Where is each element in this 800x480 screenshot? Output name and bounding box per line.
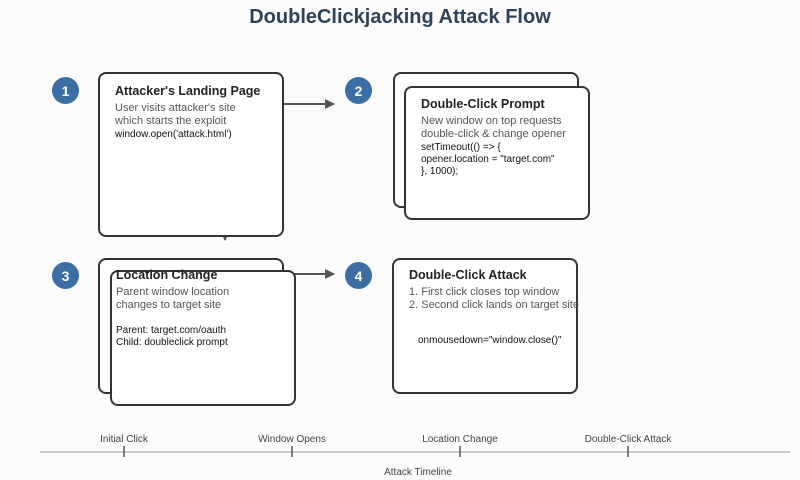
step-4-desc-line: 2. Second click lands on target site [409, 299, 579, 311]
step-2-badge: 2 [345, 77, 372, 104]
step-3-desc-line: Parent window location [116, 286, 230, 298]
step-1-code-line: window.open('attack.html') [115, 129, 232, 140]
step-1-title: Attacker's Landing Page [115, 84, 261, 98]
timeline-label-initial-click: Initial Click [100, 434, 148, 445]
step-2-code-line: setTimeout(() => { [421, 142, 501, 153]
step-3-badge: 3 [52, 262, 79, 289]
timeline-label-double-click-attack: Double-Click Attack [584, 434, 672, 445]
timeline-label-window-opens: Window Opens [258, 434, 326, 445]
step-3-code-line: Child: doubleclick prompt [116, 337, 228, 348]
timeline-caption: Attack Timeline [384, 467, 452, 478]
step-3-code-line: Parent: target.com/oauth [116, 325, 227, 336]
step-2-code-line: opener.location = "target.com" [421, 154, 555, 165]
step-1-card [98, 72, 284, 237]
step-1-desc-line: User visits attacker's site [115, 102, 236, 114]
step-2-card [404, 86, 590, 220]
timeline-label-location-change: Location Change [422, 434, 498, 445]
step-2-code-line: }, 1000); [421, 166, 459, 177]
step-1-badge: 1 [52, 77, 79, 104]
step-4-title: Double-Click Attack [409, 268, 527, 282]
step-4-code-line: onmousedown="window.close()" [418, 335, 562, 346]
step-3-desc-line: changes to target site [116, 299, 222, 311]
step-2-title: Double-Click Prompt [421, 97, 545, 111]
step-4-badge: 4 [345, 262, 372, 289]
step-2-desc-line: double-click & change opener [421, 128, 566, 140]
step-4-desc-line: 1. First click closes top window [409, 286, 560, 298]
step-2-desc-line: New window on top requests [421, 115, 562, 127]
step-1-desc-line: which starts the exploit [115, 115, 227, 127]
step-4-card [392, 258, 578, 394]
step-3-title: Location Change [116, 268, 218, 282]
step-3-card [110, 270, 296, 406]
diagram-title: DoubleClickjacking Attack Flow [249, 6, 551, 28]
